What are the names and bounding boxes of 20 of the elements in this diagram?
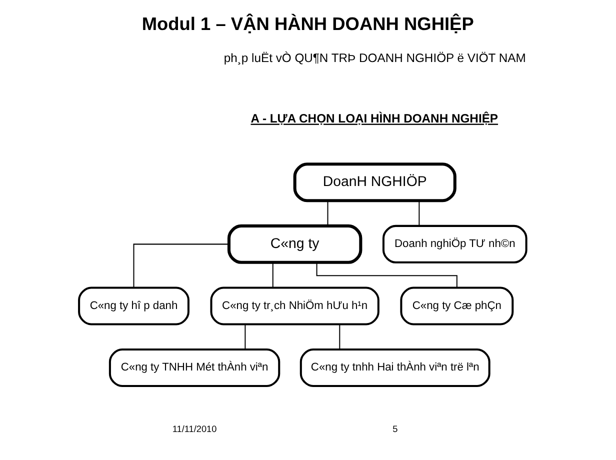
label: 5 [392, 424, 398, 434]
label: ph¸p luËt vÒ QU¶N TRÞ DOANH NGHIÖP ë VIÖT NAM [224, 50, 526, 65]
connector [418, 200, 420, 226]
connector [327, 200, 328, 226]
label: 11/11/2010 [172, 424, 217, 434]
connector [133, 244, 229, 288]
node-box: C«ng ty Cæ phÇn [400, 286, 514, 326]
connector [272, 262, 274, 288]
connector [316, 262, 458, 288]
connector [339, 324, 340, 350]
node-box: C«ng ty tnhh Hai thÀnh viªn trë lªn [300, 348, 490, 388]
node-box: DoanH NGHIÖP [293, 162, 456, 202]
node-box: C«ng ty hî p danh [78, 286, 190, 326]
node-box: Doanh nghiÖp TƯ nh©n [382, 224, 528, 264]
node-box: C«ng ty tr¸ch NhiÖm hƯu h¹n [210, 286, 380, 326]
connector [244, 324, 246, 350]
label: A - LỰA CHỌN LOẠI HÌNH DOANH NGHIỆP [250, 112, 498, 126]
node-box: C«ng ty TNHH Mét thÀnh viªn [108, 348, 280, 388]
node-box: C«ng ty [227, 224, 362, 264]
diagram-title: Modul 1 – VẬN HÀNH DOANH NGHIỆP [142, 12, 474, 34]
